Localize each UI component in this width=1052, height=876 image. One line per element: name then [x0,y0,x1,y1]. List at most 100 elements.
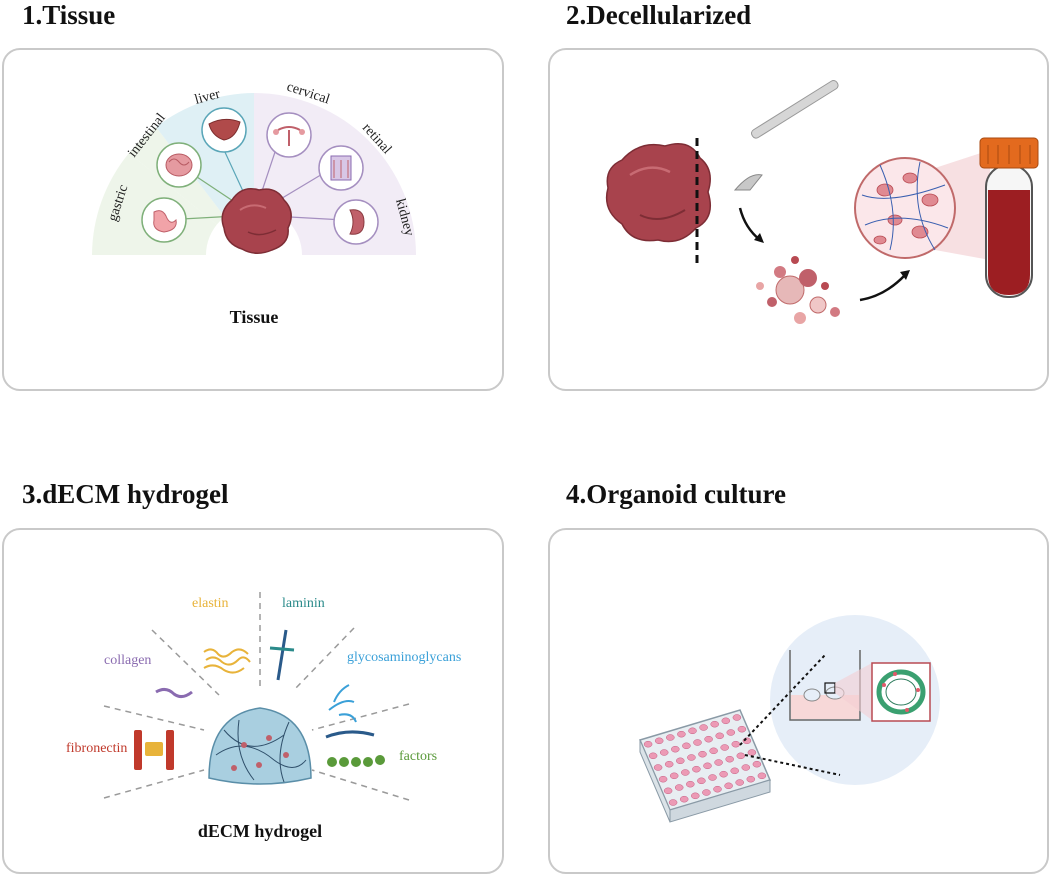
well [663,787,673,795]
arrow-down-icon [738,207,761,241]
label-laminin: laminin [282,596,325,611]
well [721,717,731,725]
well [726,729,736,736]
decellularized-diagram [605,80,1039,324]
well [653,764,663,771]
hydrogel-diagram: elastin laminin collagen glycosaminoglyc… [66,592,461,841]
well [698,750,707,758]
section-title-organoid-culture: 4.Organoid culture [566,479,787,509]
section-title-tissue: 1.Tissue [22,0,116,30]
well [741,764,751,771]
elastin-icon [203,648,251,674]
well [747,749,757,756]
organoid-diagram [638,615,940,823]
arrow-up-icon [859,274,906,302]
well [731,740,741,748]
glycosaminoglycans-icon [328,684,357,723]
well [681,769,690,776]
well [719,770,728,778]
liver-icon [201,107,247,153]
well [709,747,718,755]
zoom-line-top [739,654,826,746]
well [725,755,734,763]
well [713,785,722,793]
well [735,779,744,786]
laminin-icon [269,629,295,681]
tissue-blob [605,143,711,243]
well [702,789,711,796]
organoid-zoom-box [871,662,931,722]
label-elastin: elastin [192,596,229,611]
well [679,795,689,803]
well [686,780,695,788]
test-tube-icon [979,137,1039,298]
tissue-fragments [756,256,840,324]
well [668,799,678,806]
zoom-line-bottom [744,754,841,776]
well [654,737,664,745]
ecm-magnified-circle [854,150,990,260]
well [724,782,733,790]
factors-icon [325,730,385,767]
well [714,759,723,766]
hydrogel-center-label: dECM hydrogel [198,821,322,841]
well [730,767,739,775]
kidney-icon [333,199,379,245]
well [703,762,712,770]
well [757,772,767,780]
well [693,739,702,746]
stomach-icon [141,197,187,243]
hydrogel-panel: elastin laminin collagen glycosaminoglyc… [2,528,504,874]
well [710,720,719,728]
well [688,727,697,735]
label-factors: factors [399,749,437,764]
well [704,735,713,743]
well [697,777,706,785]
label-liver: liver [193,87,222,108]
well [666,734,675,741]
organoid-panel [548,528,1049,874]
well [664,760,674,768]
well [752,760,762,768]
retina-icon [318,145,364,191]
well-plate-icon [638,709,772,823]
well [682,742,691,750]
tissue-panel: gastric intestinal liver cervical retina… [2,48,504,391]
label-fibronectin: fibronectin [66,741,127,756]
well [658,775,668,783]
well [676,757,685,765]
well [669,772,679,780]
well [643,740,653,748]
cervix-icon [266,112,312,158]
collagen-icon [155,687,193,699]
well [737,725,747,733]
well [674,784,684,791]
well [659,749,669,756]
well [732,714,742,721]
well [691,792,700,800]
well [692,765,701,773]
well [677,730,686,738]
tissue-center-label: Tissue [230,307,279,327]
section-title-decellularized: 2.Decellularized [566,0,752,30]
well [671,745,680,753]
label-collagen: collagen [104,653,151,668]
tissue-fan-diagram: gastric intestinal liver cervical retina… [92,80,416,327]
well [736,752,746,760]
well [648,752,658,760]
well [715,732,724,740]
tissue-blob [221,188,292,254]
scalpel-icon [733,80,839,191]
intestine-icon [156,142,202,188]
label-glycosaminoglycans: glycosaminoglycans [347,650,461,665]
hydrogel-dome [208,707,312,785]
fibronectin-icon [134,730,174,770]
decellularized-panel [548,48,1049,391]
well [687,754,696,761]
well [746,775,756,783]
well [720,744,729,751]
well [699,724,708,731]
well [708,774,717,781]
section-title-dECM-hydrogel: 3.dECM hydrogel [22,479,229,509]
well [742,737,752,745]
